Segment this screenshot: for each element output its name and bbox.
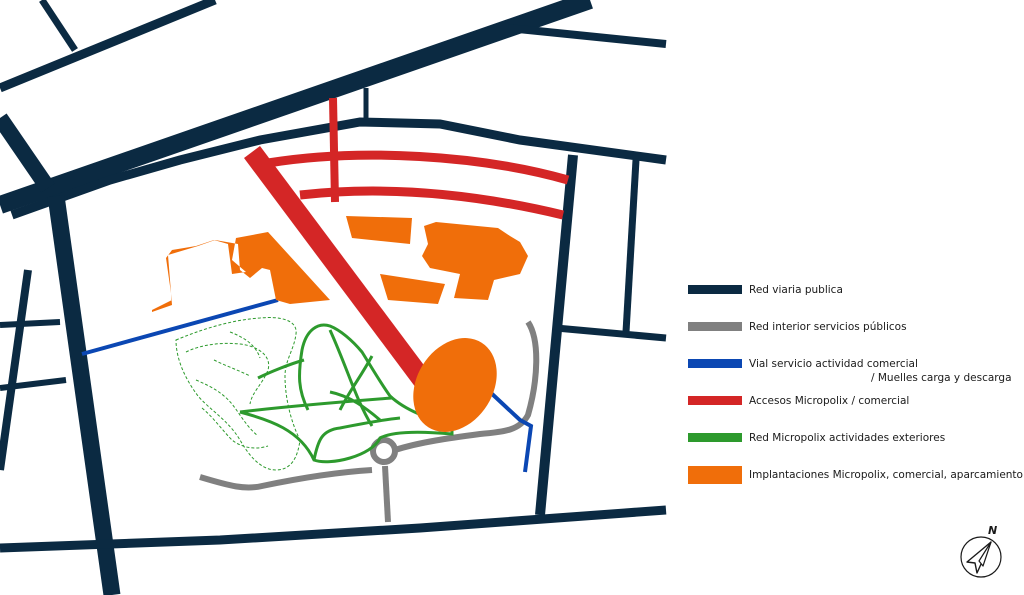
legend-label: Red viaria publica [749,284,843,296]
road-park-west [47,194,121,595]
dashed-path-5 [201,407,269,449]
road-west-horizontal-2 [0,377,67,391]
dashed-path-4 [213,359,251,377]
blue-road-east [488,390,534,473]
legend-label: Accesos Micropolix / comercial [749,395,910,407]
grey-road-east [394,320,540,453]
road-bottom [0,505,667,553]
micropolix-dashed-paths [175,317,301,471]
road-park-east [535,154,578,516]
legend-item-accesos: Accesos Micropolix / comercial [688,395,1024,420]
blue-road-west [81,298,279,356]
road-upper-short [39,0,78,52]
grey-road-south [382,465,391,523]
dashed-path-2 [185,342,270,405]
building-east-complex [422,222,528,300]
legend-swatch-red-viaria [688,285,742,294]
green-path-4 [338,355,374,411]
access-roads [243,97,570,396]
public-roads [0,0,667,595]
road-top-diagonal [0,0,593,214]
north-label: N [988,524,997,537]
dashed-path-6 [229,331,261,359]
interior-service-roads [199,320,540,523]
legend-label: Red interior servicios públicos [749,321,907,333]
red-access-arc-1 [267,150,570,185]
legend-label-secondary: / Muelles carga y descarga [871,372,1012,384]
legend-label: Implantaciones Micropolix, comercial, ap… [749,469,1023,481]
service-roads [81,298,534,473]
green-path-2 [257,358,305,380]
green-path-1 [239,396,393,414]
dashed-path-1 [175,317,301,471]
building-center-top [346,216,412,244]
road-east-horizontal [555,324,667,342]
legend-swatch-vial-servicio [688,359,742,368]
building-center-bottom [380,274,445,304]
building-footprints [152,216,528,432]
building-oval [413,338,497,432]
legend-swatch-implantaciones [688,466,742,484]
green-loop-inner [312,416,401,461]
road-top-right-horizontal [507,24,667,48]
legend-item-red-interior: Red interior servicios públicos [688,321,1024,346]
green-path-5 [329,390,381,422]
roundabout [370,437,398,465]
green-loop-outer [239,323,454,464]
dashed-path-3 [195,379,259,437]
legend-item-red-viaria: Red viaria publica [688,284,1024,309]
legend-item-implantaciones: Implantaciones Micropolix, comercial, ap… [688,466,1024,490]
road-upper-left-diagonal [0,0,217,93]
legend-label: Vial servicio actividad comercial [749,358,918,370]
road-east-vertical [622,159,640,333]
legend-label: Red Micropolix actividades exteriores [749,432,946,444]
road-west-vertical [0,269,32,471]
building-west-complex [152,232,330,312]
map-legend: Red viaria publica Red interior servicio… [688,0,1024,595]
north-arrow: N [958,522,1008,580]
legend-item-vial-servicio: Vial servicio actividad comercial / Muel… [688,358,1024,389]
legend-swatch-red-micropolix [688,433,742,442]
legend-swatch-red-interior [688,322,742,331]
grey-road-west [199,467,373,491]
road-left-diagonal [0,113,55,193]
red-access-vertical [329,97,339,203]
legend-swatch-accesos [688,396,742,405]
north-arrow-icon: N [960,524,1002,578]
road-west-horizontal-1 [0,319,61,328]
micropolix-paths [239,323,454,464]
legend-item-red-micropolix: Red Micropolix actividades exteriores [688,432,1024,457]
road-park-north [10,117,667,220]
red-access-arc-2 [299,186,565,220]
green-path-3 [328,329,374,427]
red-access-diagonal [243,146,439,396]
